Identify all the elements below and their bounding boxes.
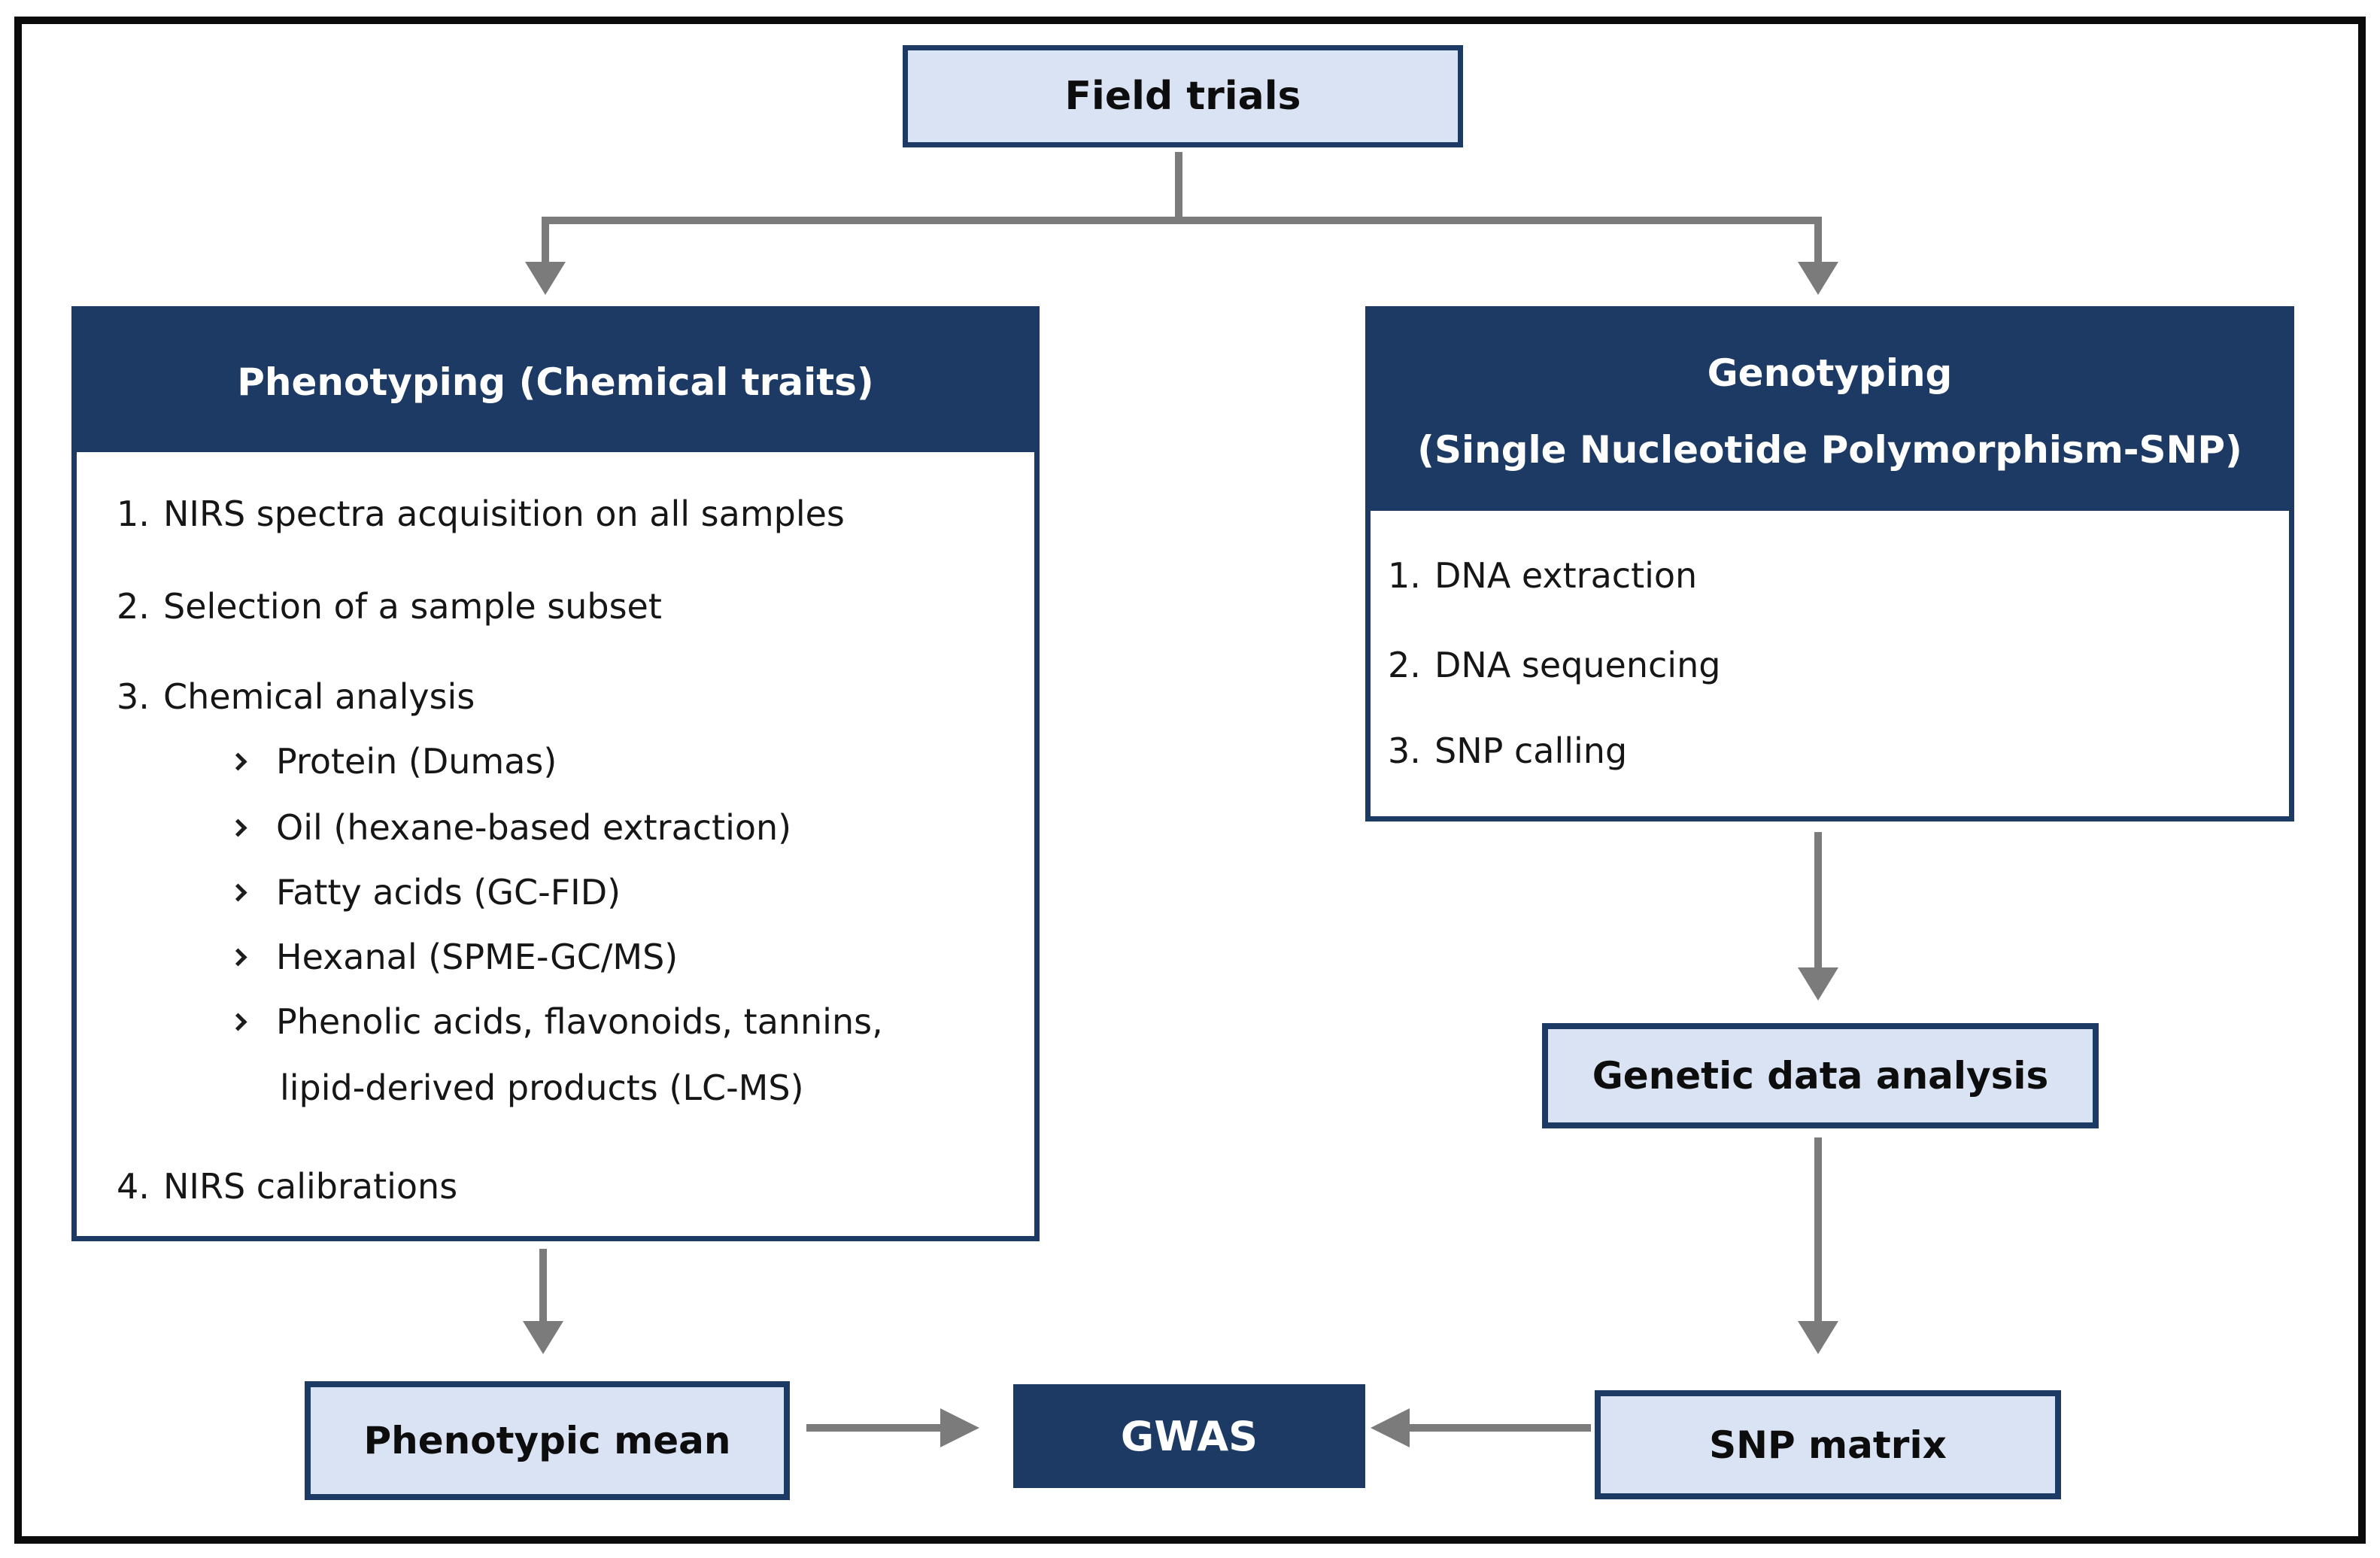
arrowhead-into-gwas-left — [940, 1408, 979, 1447]
arrowhead-to-phenotypic-mean — [523, 1321, 563, 1354]
item-text: NIRS spectra acquisition on all samples — [163, 494, 845, 534]
genotyping-title-line1: Genotyping — [1707, 351, 1953, 395]
phenotyping-sub-item-5-continued: lipid-derived products (LC-MS) — [280, 1068, 804, 1108]
genotyping-panel: Genotyping (Single Nucleotide Polymorphi… — [1365, 306, 2294, 822]
phenotypic-mean-label: Phenotypic mean — [363, 1419, 731, 1462]
item-number: 1. — [117, 494, 150, 534]
connector-gda-to-snpmatrix — [1814, 1137, 1822, 1323]
sub-item-text: Protein (Dumas) — [276, 741, 557, 782]
item-text: Selection of a sample subset — [163, 586, 662, 627]
phenotyping-sub-item-1: Protein (Dumas) — [229, 741, 557, 782]
item-number: 1. — [1388, 555, 1421, 596]
phenotyping-sub-item-3: Fatty acids (GC-FID) — [229, 872, 621, 913]
arrowhead-to-phenotyping — [525, 262, 566, 295]
chevron-bullet-icon — [229, 752, 247, 771]
genetic-data-analysis-box: Genetic data analysis — [1542, 1023, 2099, 1128]
sub-item-text: Hexanal (SPME-GC/MS) — [276, 937, 678, 977]
phenotypic-mean-box: Phenotypic mean — [305, 1381, 790, 1500]
snp-matrix-label: SNP matrix — [1709, 1423, 1947, 1467]
connector-branch-right-shaft — [1814, 217, 1822, 263]
genotyping-title-line2: (Single Nucleotide Polymorphism-SNP) — [1417, 427, 2242, 472]
chevron-bullet-icon — [229, 882, 247, 902]
genetic-data-analysis-label: Genetic data analysis — [1592, 1054, 2049, 1098]
phenotyping-title: Phenotyping (Chemical traits) — [237, 360, 874, 404]
gwas-label: GWAS — [1120, 1412, 1258, 1460]
arrowhead-to-genotyping — [1798, 262, 1838, 295]
sub-item-text: Fatty acids (GC-FID) — [276, 872, 621, 913]
arrowhead-to-snp-matrix — [1798, 1321, 1838, 1354]
arrowhead-to-gda — [1798, 967, 1838, 1001]
chevron-bullet-icon — [229, 947, 247, 967]
arrowhead-into-gwas-right — [1371, 1408, 1410, 1447]
chevron-bullet-icon — [229, 1012, 247, 1031]
field-trials-label: Field trials — [1064, 74, 1301, 119]
connector-branch-horizontal — [542, 217, 1822, 224]
item-text: DNA extraction — [1434, 555, 1698, 596]
phenotyping-item-2: 2. Selection of a sample subset — [117, 586, 662, 627]
item-number: 3. — [1388, 730, 1421, 771]
chevron-bullet-icon — [229, 818, 247, 837]
genotyping-item-3: 3. SNP calling — [1388, 730, 1627, 771]
phenotyping-item-1: 1. NIRS spectra acquisition on all sampl… — [117, 494, 845, 534]
item-number: 3. — [117, 676, 150, 717]
item-text: SNP calling — [1434, 730, 1628, 771]
genotyping-header: Genotyping (Single Nucleotide Polymorphi… — [1371, 311, 2289, 511]
item-text: DNA sequencing — [1434, 645, 1721, 685]
snp-matrix-box: SNP matrix — [1595, 1390, 2061, 1499]
phenotyping-item-4: 4. NIRS calibrations — [117, 1166, 457, 1207]
phenotyping-sub-item-2: Oil (hexane-based extraction) — [229, 807, 792, 848]
sub-item-text: Oil (hexane-based extraction) — [276, 807, 792, 848]
field-trials-box: Field trials — [903, 45, 1463, 147]
item-number: 4. — [117, 1166, 150, 1207]
sub-item-text: Phenolic acids, flavonoids, tannins, — [276, 1001, 883, 1042]
item-number: 2. — [117, 586, 150, 627]
phenotyping-sub-item-5: Phenolic acids, flavonoids, tannins, — [229, 1001, 883, 1042]
gwas-box: GWAS — [1013, 1384, 1365, 1488]
genotyping-item-2: 2. DNA sequencing — [1388, 645, 1720, 685]
item-number: 2. — [1388, 645, 1421, 685]
phenotyping-sub-item-4: Hexanal (SPME-GC/MS) — [229, 937, 678, 977]
connector-genotyping-to-gda — [1814, 832, 1822, 969]
connector-phenotyping-to-mean — [539, 1249, 547, 1323]
connector-snpmatrix-to-gwas — [1408, 1424, 1591, 1432]
connector-mean-to-gwas — [806, 1424, 943, 1432]
item-text: Chemical analysis — [163, 676, 475, 717]
connector-fieldtrials-stem — [1175, 152, 1182, 221]
phenotyping-item-3: 3. Chemical analysis — [117, 676, 475, 717]
phenotyping-panel: Phenotyping (Chemical traits) 1. NIRS sp… — [71, 306, 1040, 1241]
sub-item-text: lipid-derived products (LC-MS) — [280, 1068, 804, 1108]
phenotyping-header: Phenotyping (Chemical traits) — [77, 311, 1034, 452]
item-text: NIRS calibrations — [163, 1166, 458, 1207]
connector-branch-left-shaft — [542, 217, 549, 263]
genotyping-item-1: 1. DNA extraction — [1388, 555, 1697, 596]
